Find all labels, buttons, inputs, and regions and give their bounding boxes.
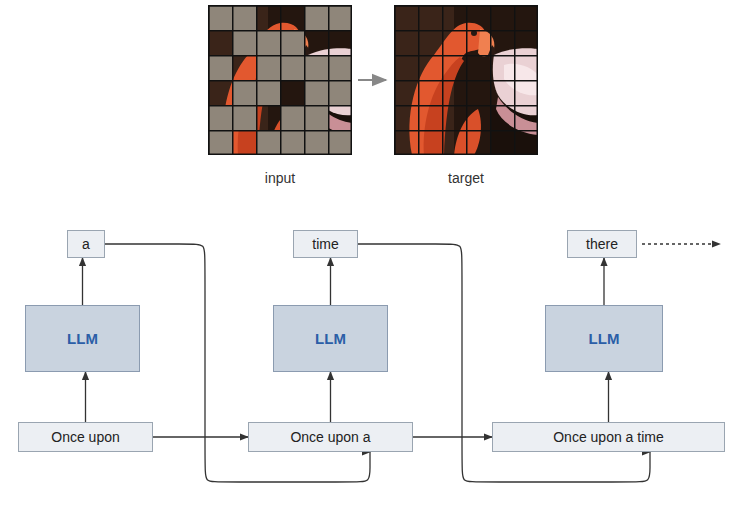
node-text: Once upon a	[290, 429, 370, 446]
context-box: Once upon a time	[492, 422, 725, 452]
flow-arrow	[330, 258, 331, 305]
node-text: LLM	[315, 330, 346, 348]
context-box: Once upon a	[248, 422, 413, 452]
flow-arrow	[413, 436, 492, 437]
token-box: there	[567, 230, 637, 258]
node-text: there	[586, 236, 618, 253]
model-box: LLM	[545, 305, 663, 372]
node-text: Once upon	[51, 429, 120, 446]
flow-arrow	[603, 258, 604, 305]
flow-arrow	[330, 372, 331, 422]
context-box: Once upon	[18, 422, 153, 452]
continuation-arrow	[642, 243, 720, 244]
image-label: input	[265, 170, 295, 186]
node-text: a	[82, 236, 90, 253]
node-text: LLM	[67, 330, 98, 348]
flow-arrow	[608, 372, 609, 422]
image-label: target	[448, 170, 484, 186]
flow-arrow	[153, 436, 248, 437]
flow-arrow	[82, 258, 83, 305]
node-text: Once upon a time	[553, 429, 664, 446]
token-box: time	[293, 230, 358, 258]
transform-arrow	[358, 79, 386, 81]
node-text: LLM	[589, 330, 620, 348]
flow-arrow	[85, 372, 86, 422]
target-image	[394, 5, 538, 155]
model-box: LLM	[25, 305, 140, 372]
model-box: LLM	[273, 305, 388, 372]
masked-image	[208, 5, 352, 155]
node-text: time	[312, 236, 338, 253]
token-box: a	[67, 230, 105, 258]
